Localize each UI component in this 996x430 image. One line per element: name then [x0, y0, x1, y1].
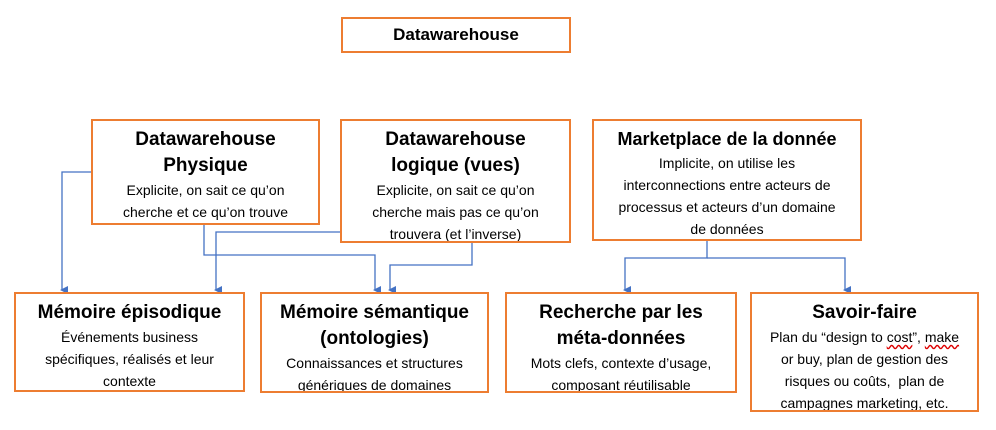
semantique-title-line1: Mémoire sémantique	[280, 302, 469, 323]
episodique-body-line1: Événements business	[61, 329, 198, 345]
logique-body-line1: Explicite, on sait ce qu’on	[376, 182, 535, 198]
recherche-body-line2: composant réutilisable	[551, 377, 691, 393]
datawarehouse-logique-box: Datawarehouse logique (vues) Explicite, …	[340, 119, 571, 243]
datawarehouse-top-box: Datawarehouse	[341, 17, 571, 53]
semantique-body-line1: Connaissances et structures	[286, 355, 463, 371]
savoir-body-line1-part1: Plan du “design to	[769, 329, 887, 345]
episodique-body-line2: spécifiques, réalisés et leur	[45, 351, 214, 367]
memoire-semantique-box: Mémoire sémantique (ontologies) Connaiss…	[260, 292, 489, 393]
logique-body-line3: trouvera (et l’inverse)	[389, 226, 522, 242]
recherche-body-line1: Mots clefs, contexte d’usage,	[530, 355, 712, 371]
savoir-title: Savoir-faire	[812, 302, 917, 323]
marketplace-body-line1: Implicite, on utilise les	[658, 155, 796, 171]
savoir-body-line3: risques ou coûts, plan de	[784, 373, 945, 389]
semantique-title-line2: (ontologies)	[320, 328, 429, 349]
episodique-title: Mémoire épisodique	[37, 302, 222, 323]
arrow-physique-to-semantique	[203, 222, 381, 294]
arrow-physique-to-episodique	[60, 171, 93, 294]
logique-body-line2: cherche mais pas ce qu’on	[372, 204, 539, 220]
episodique-body-line3: contexte	[103, 373, 156, 389]
logique-title-line2: logique (vues)	[391, 155, 520, 176]
physique-title-line1: Datawarehouse	[135, 129, 276, 150]
marketplace-body-line4: de données	[690, 221, 764, 237]
physique-body-line1: Explicite, on sait ce qu’on	[126, 182, 285, 198]
marketplace-title: Marketplace de la donnée	[617, 129, 837, 149]
marketplace-box: Marketplace de la donnée Implicite, on u…	[592, 119, 862, 241]
datawarehouse-physique-box: Datawarehouse Physique Explicite, on sai…	[91, 119, 320, 225]
datawarehouse-top-title: Datawarehouse	[393, 25, 519, 44]
arrow-marketplace-to-recherche	[623, 240, 708, 294]
savoir-body-line1-make: make	[924, 329, 960, 345]
memoire-episodique-box: Mémoire épisodique Événements business s…	[14, 292, 245, 392]
savoir-body-line1-cost: cost	[886, 329, 913, 345]
arrow-logique-to-semantique	[388, 240, 473, 294]
savoir-body-line4: campagnes marketing, etc.	[780, 395, 949, 411]
recherche-title-line2: méta-données	[556, 328, 686, 349]
marketplace-body-line2: interconnections entre acteurs de	[623, 177, 831, 193]
savoir-body-line2: or buy, plan de gestion des	[780, 351, 949, 367]
marketplace-body-line3: processus et acteurs d’un domaine	[618, 199, 836, 215]
savoir-body-line1-part3: ”,	[912, 329, 925, 345]
arrow-logique-to-episodique	[214, 231, 342, 294]
physique-title-line2: Physique	[163, 155, 248, 176]
recherche-title-line1: Recherche par les	[539, 302, 703, 323]
savoir-body-line1: Plan du “design to cost”, make	[752, 326, 977, 348]
recherche-metadonnees-box: Recherche par les méta-données Mots clef…	[505, 292, 737, 393]
arrow-marketplace-to-savoir	[707, 257, 851, 294]
savoir-faire-box: Savoir-faire Plan du “design to cost”, m…	[750, 292, 979, 412]
logique-title-line1: Datawarehouse	[385, 129, 526, 150]
semantique-body-line2: génériques de domaines	[297, 377, 452, 393]
physique-body-line2: cherche et ce qu’on trouve	[123, 204, 288, 220]
